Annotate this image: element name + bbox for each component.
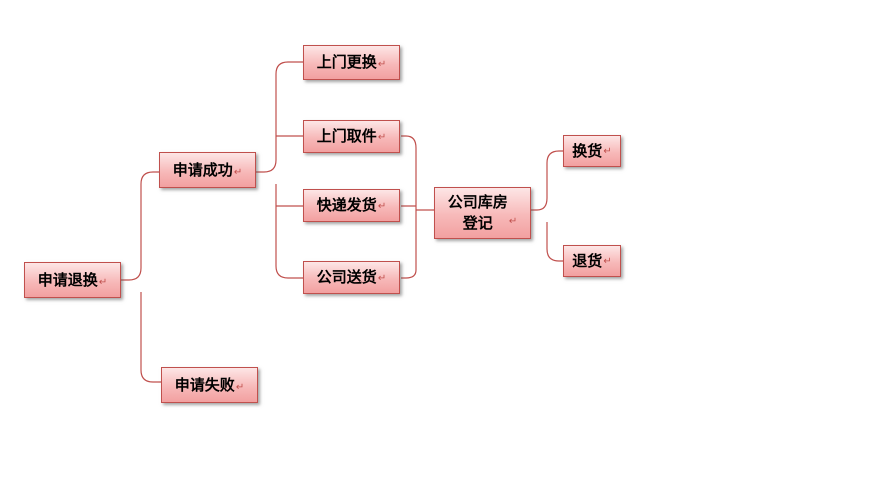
connector-root-bracket	[121, 171, 161, 383]
node-label: 申请失败	[174, 375, 235, 394]
connector-result-bracket	[531, 150, 563, 262]
node-label: 上门更换	[316, 53, 377, 71]
paragraph-mark-icon: ↵	[603, 146, 612, 157]
node-label: 申请退换	[37, 270, 98, 289]
node-label: 快递发货	[316, 196, 377, 214]
paragraph-mark-icon: ↵	[235, 382, 245, 393]
node-apply-failure: 申请失败↵	[161, 367, 258, 403]
paragraph-mark-icon: ↵	[377, 59, 387, 70]
node-label: 换货	[572, 141, 603, 160]
node-exchange-goods: 换货↵	[563, 135, 621, 167]
node-label: 公司库房 登记	[447, 193, 508, 232]
node-label: 上门取件	[316, 127, 377, 145]
paragraph-mark-icon: ↵	[233, 167, 243, 178]
connector-success-bracket	[256, 61, 303, 279]
node-warehouse-register: 公司库房 登记↵	[434, 187, 531, 239]
node-label: 申请成功	[172, 160, 233, 179]
node-company-delivery: 公司送货↵	[303, 261, 400, 294]
node-express-send: 快递发货↵	[303, 189, 400, 222]
connector-warehouse-bracket	[401, 135, 434, 279]
node-apply-return-exchange: 申请退换↵	[24, 262, 121, 298]
node-door-pickup: 上门取件↵	[303, 120, 400, 153]
node-label: 公司送货	[316, 268, 377, 286]
paragraph-mark-icon: ↵	[508, 216, 518, 227]
paragraph-mark-icon: ↵	[377, 273, 387, 284]
node-apply-success: 申请成功↵	[159, 152, 256, 188]
paragraph-mark-icon: ↵	[603, 256, 612, 267]
node-return-goods: 退货↵	[563, 245, 621, 277]
node-label: 退货	[572, 251, 603, 270]
node-door-exchange: 上门更换↵	[303, 45, 400, 80]
paragraph-mark-icon: ↵	[377, 201, 387, 212]
paragraph-mark-icon: ↵	[377, 132, 387, 143]
paragraph-mark-icon: ↵	[98, 277, 108, 288]
